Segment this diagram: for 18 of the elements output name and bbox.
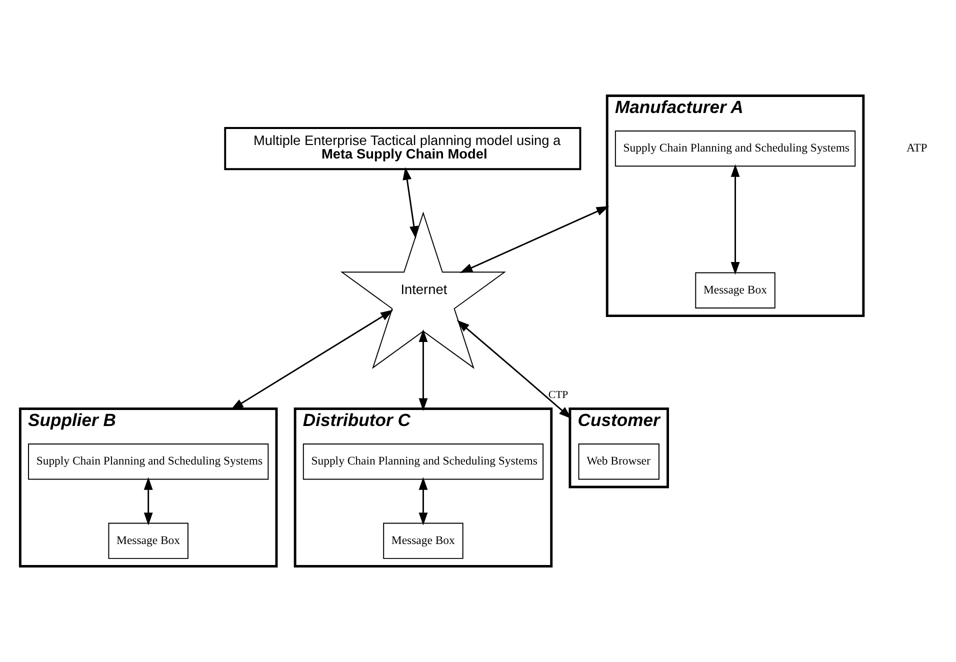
node-box: Multiple Enterprise Tactical planning model using a Meta Supply Chain Model [224, 127, 582, 170]
node-box: Supply Chain Planning and Scheduling Systems [614, 130, 856, 167]
node-box: Message Box [383, 522, 464, 559]
arrow [418, 477, 428, 526]
arrow [730, 164, 740, 275]
label: ATP [906, 142, 928, 155]
node-box: Web Browser [578, 444, 660, 480]
arrow [418, 329, 428, 411]
arrow [402, 167, 418, 239]
arrow [230, 310, 394, 410]
node-box: Supply Chain Planning and Scheduling Systems [302, 444, 544, 480]
node-box: Supply Chain Planning and Scheduling Systems [28, 444, 269, 480]
node-box: Message Box [695, 272, 776, 308]
node-box: Message Box [108, 522, 188, 559]
edge-label: CTP [548, 388, 568, 401]
arrow [460, 206, 610, 274]
arrow [456, 320, 572, 419]
arrow [144, 477, 153, 526]
